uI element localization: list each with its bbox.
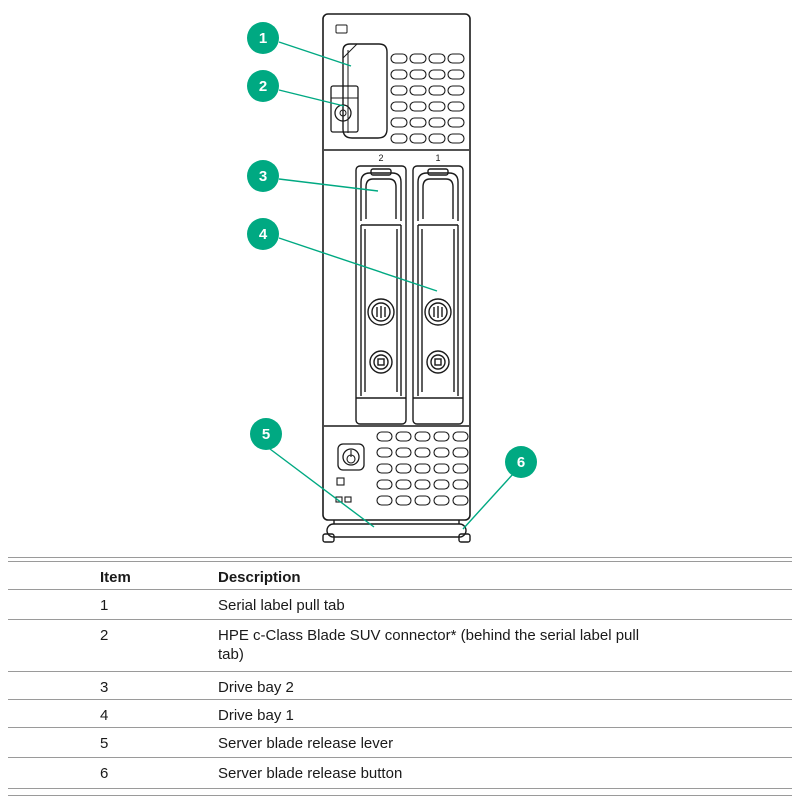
item-cell: 1: [100, 597, 109, 614]
callout-1-line: [278, 41, 352, 67]
description-cell: Drive bay 1: [218, 707, 294, 724]
blade-front-view-svg: 2 1: [247, 13, 537, 543]
callout-leader-lines: [269, 41, 514, 530]
release-lever: [322, 520, 471, 543]
callout-numbers: 1 2 3 4 5 6: [259, 30, 525, 471]
callout-6-badge: [505, 446, 537, 478]
drive-bay-2-label: 2: [378, 153, 383, 163]
table-top-double-rule: [8, 558, 792, 562]
callout-2-line: [278, 89, 345, 107]
callout-3-number: 3: [259, 168, 267, 185]
callout-1-badge: [247, 22, 279, 54]
description-cell: HPE c-Class Blade SUV connector* (behind…: [218, 627, 640, 663]
table-row: 5 Server blade release lever: [8, 728, 792, 758]
callout-2-badge: [247, 70, 279, 102]
item-cell: 2: [100, 627, 109, 644]
spec-table: Item Description 1 Serial label pull tab…: [8, 557, 792, 796]
callout-6-line: [462, 473, 514, 530]
item-cell: 6: [100, 765, 109, 782]
callout-5-number: 5: [262, 426, 270, 443]
status-led-icons: [335, 477, 352, 503]
callout-4-badge: [247, 218, 279, 250]
description-header: Description: [218, 569, 301, 586]
item-cell: 4: [100, 707, 109, 724]
callout-4-line: [278, 237, 438, 292]
item-header: Item: [100, 569, 131, 586]
description-cell: Server blade release lever: [218, 735, 394, 752]
table-row: 6 Server blade release button: [8, 758, 792, 789]
item-cell: 3: [100, 679, 109, 696]
callout-5-badge: [250, 418, 282, 450]
table-row: 2 HPE c-Class Blade SUV connector* (behi…: [8, 620, 792, 672]
callout-2-number: 2: [259, 78, 267, 95]
table-row: 1 Serial label pull tab: [8, 590, 792, 620]
blade-chassis-outline: [322, 13, 471, 521]
item-cell: 5: [100, 735, 109, 752]
top-vent-grid: [390, 53, 465, 144]
callout-3-badge: [247, 160, 279, 192]
callout-4-number: 4: [259, 226, 268, 243]
suv-connector: [330, 85, 359, 133]
description-cell: Serial label pull tab: [218, 597, 345, 614]
callout-6-number: 6: [517, 454, 525, 471]
callout-1-number: 1: [259, 30, 267, 47]
drive-bay-1: [412, 165, 464, 425]
table-header-row: Item Description: [8, 562, 792, 590]
table-bottom-double-rule: [8, 789, 792, 796]
table-row: 3 Drive bay 2: [8, 672, 792, 700]
callout-badges: [247, 22, 537, 478]
description-cell: Drive bay 2: [218, 679, 294, 696]
drive-bay-1-label: 1: [435, 153, 440, 163]
drive-bay-2: [355, 165, 407, 425]
table-row: 4 Drive bay 1: [8, 700, 792, 728]
description-cell: Server blade release button: [218, 765, 403, 782]
blade-diagram: 2 1: [247, 13, 537, 543]
callout-5-line: [269, 448, 375, 528]
bottom-vent-grid: [376, 431, 469, 506]
callout-3-line: [278, 178, 379, 192]
power-button: [337, 443, 365, 471]
